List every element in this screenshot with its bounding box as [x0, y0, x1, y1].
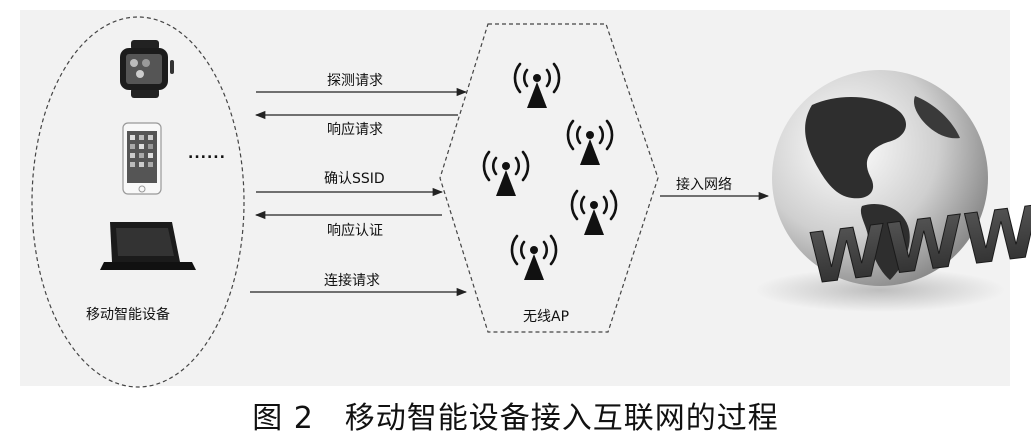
wireless-ap-icon — [482, 150, 530, 196]
ap-label: 无线AP — [523, 309, 570, 325]
smartphone-icon — [122, 122, 162, 195]
smartwatch-icon — [120, 40, 174, 98]
laptop-icon — [100, 222, 196, 270]
connect-request-label: 连接请求 — [324, 273, 380, 289]
wireless-ap-icon — [513, 62, 561, 108]
wireless-ap-icon — [510, 234, 558, 280]
probe-request-label: 探测请求 — [327, 73, 383, 89]
wireless-ap-icon — [570, 189, 618, 235]
wireless-ap-icon — [566, 119, 614, 165]
access-network-label: 接入网络 — [676, 177, 732, 193]
ap-boundary — [439, 23, 659, 333]
internet-globe-icon — [755, 70, 1005, 312]
ellipsis-text: ...... — [188, 146, 226, 162]
probe-response-label: 响应请求 — [327, 122, 383, 138]
confirm-ssid-label: 确认SSID — [324, 171, 385, 187]
devices-boundary — [31, 16, 245, 388]
auth-response-label: 响应认证 — [327, 223, 383, 239]
devices-label: 移动智能设备 — [86, 307, 170, 323]
figure-caption: 图 2 移动智能设备接入互联网的过程 — [252, 401, 779, 436]
